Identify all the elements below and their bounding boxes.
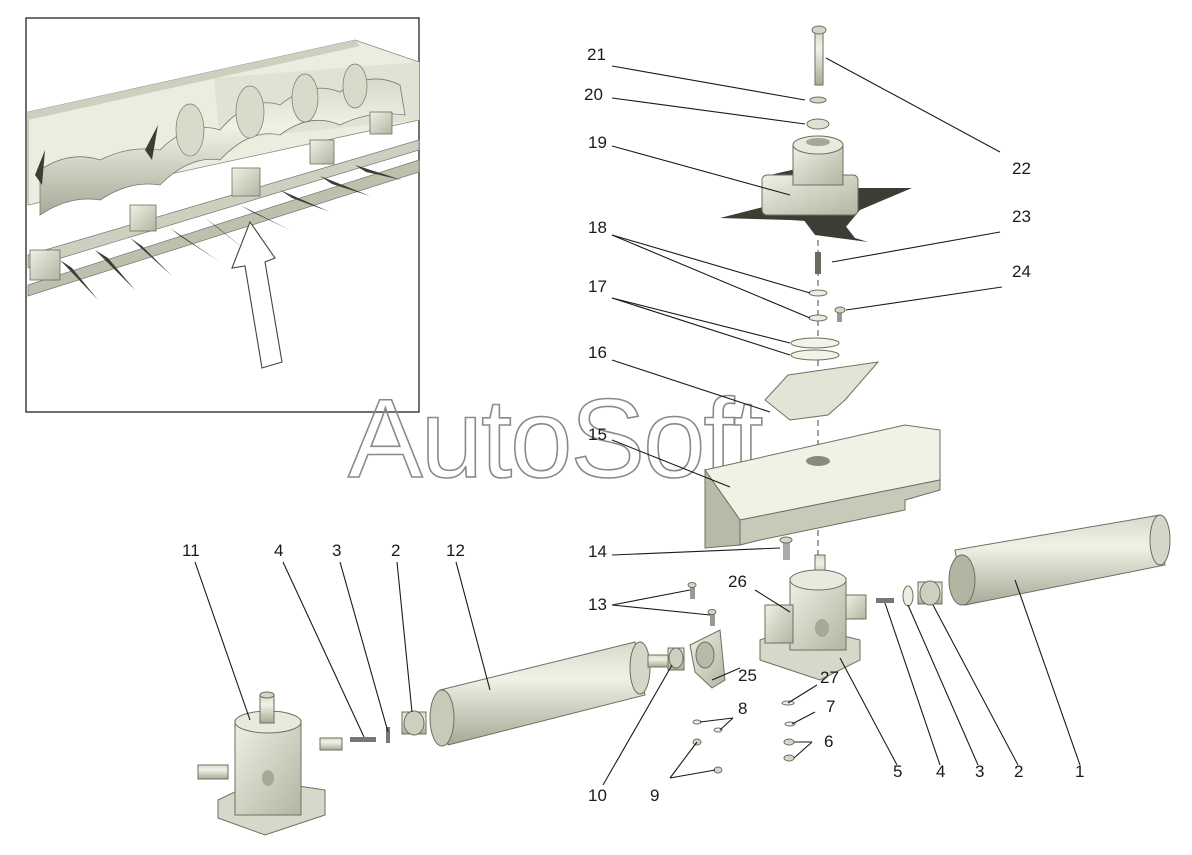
shims-17 [790,337,840,349]
watermark-text: AutoSoft [348,376,764,501]
bearing-housing-25 [689,629,726,689]
label-7: 7 [826,697,835,716]
bracket-15 [704,424,941,549]
bolt-22 [811,25,827,86]
knife-hub-19 [720,135,912,242]
label-8: 8 [738,699,747,718]
washers-6-7 [781,700,796,762]
washers-18 [808,289,828,297]
label-26: 26 [728,572,747,591]
label-11: 11 [182,541,200,560]
label-3-right: 3 [975,762,984,781]
pin-4-left [350,737,376,742]
auger-flights [39,63,406,216]
bushing-2-right [917,580,943,606]
part-labels: 21 20 19 22 23 18 24 17 16 15 14 26 13 2… [182,45,1084,805]
label-3-left: 3 [332,541,341,560]
label-2-left: 2 [391,541,400,560]
label-2-right: 2 [1014,762,1023,781]
pin-23 [815,252,821,274]
finger-shaft [27,139,420,297]
fingers [35,125,402,300]
ring-3-left [386,727,390,743]
label-27: 27 [820,668,839,687]
bolt-14 [779,536,793,560]
tube-1 [948,514,1171,606]
bushing-2-left [401,710,427,736]
washer-21 [809,96,827,104]
label-18: 18 [588,218,607,237]
label-4-right: 4 [936,762,945,781]
label-1: 1 [1075,762,1084,781]
washers-8-9 [692,719,723,774]
label-25: 25 [738,666,757,685]
label-24: 24 [1012,262,1031,281]
label-21: 21 [587,45,606,64]
bolt-24 [834,306,846,322]
bolts-13 [687,582,717,626]
label-19: 19 [588,133,607,152]
label-5: 5 [893,762,902,781]
location-arrow [231,220,283,369]
gearbox-26 [759,554,867,681]
pin-4-right [876,598,894,603]
label-23: 23 [1012,207,1031,226]
plate-16 [764,361,880,421]
label-9: 9 [650,786,659,805]
gearboxes [29,111,393,281]
gearbox-11 [197,691,343,836]
label-20: 20 [584,85,603,104]
label-12: 12 [446,541,465,560]
label-17: 17 [588,277,607,296]
label-13: 13 [588,595,607,614]
leader-lines [194,57,1081,786]
label-4-left: 4 [274,541,283,560]
label-10: 10 [588,786,607,805]
label-16: 16 [588,343,607,362]
bearing-10 [667,647,685,671]
tube-12 [429,641,669,747]
label-6: 6 [824,732,833,751]
label-22: 22 [1012,159,1031,178]
label-15: 15 [588,425,607,444]
label-14: 14 [588,542,607,561]
washer-20 [806,118,830,130]
inset-overview-view [25,17,420,413]
ring-3-right [902,585,914,607]
